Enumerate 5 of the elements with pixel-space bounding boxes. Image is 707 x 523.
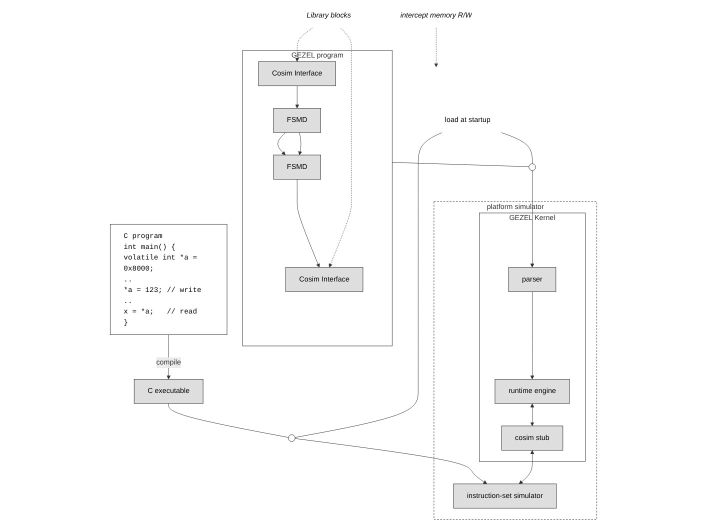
node-ellipse <box>528 164 536 171</box>
connector <box>500 132 532 164</box>
connector <box>168 403 289 438</box>
connector <box>392 162 530 167</box>
node-ellipse <box>288 434 296 442</box>
